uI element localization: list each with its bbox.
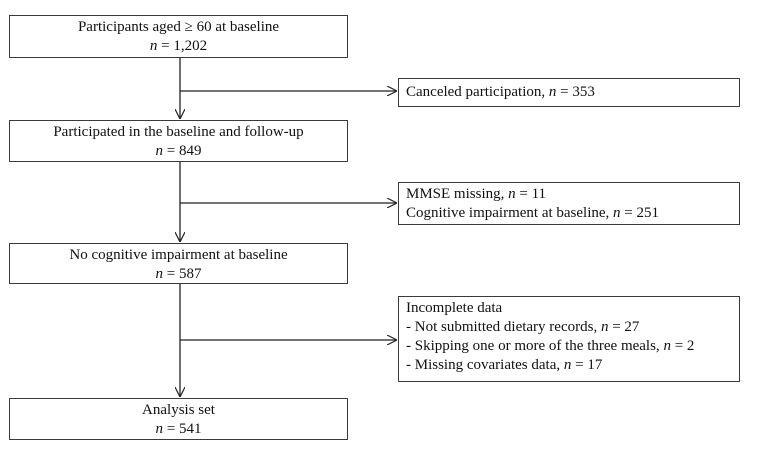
exclusion-line: Cognitive impairment at baseline, n = 25… <box>406 205 660 221</box>
exclusion-line: Canceled participation, n = 353 <box>406 84 595 100</box>
exclusion-heading: Incomplete data <box>406 300 503 316</box>
box-title: Analysis set <box>142 402 215 418</box>
exclusion-line: - Not submitted dietary records, n = 27 <box>406 319 640 335</box>
exclusion-line: MMSE missing, n = 11 <box>406 186 547 202</box>
analysis-set-box: Analysis set n = 541 <box>9 398 348 440</box>
box-count: n = 1,202 <box>149 38 208 54</box>
exclusion-box-incomplete: Incomplete data - Not submitted dietary … <box>398 296 740 382</box>
box-title: Participants aged ≥ 60 at baseline <box>77 19 280 35</box>
box-title: Participated in the baseline and follow-… <box>53 124 304 140</box>
exclusion-box-mmse: MMSE missing, n = 11 Cognitive impairmen… <box>398 182 740 225</box>
exclusion-line: - Skipping one or more of the three meal… <box>406 338 695 354</box>
box-count: n = 587 <box>155 266 202 282</box>
exclusion-line: - Missing covariates data, n = 17 <box>406 357 603 373</box>
box-count: n = 541 <box>155 421 202 437</box>
box-count: n = 849 <box>155 143 202 159</box>
no-impairment-box: No cognitive impairment at baseline n = … <box>9 243 348 284</box>
box-title: No cognitive impairment at baseline <box>69 247 288 263</box>
exclusion-box-canceled: Canceled participation, n = 353 <box>398 78 740 107</box>
followup-box: Participated in the baseline and follow-… <box>9 120 348 162</box>
enrollment-box: Participants aged ≥ 60 at baseline n = 1… <box>9 15 348 58</box>
